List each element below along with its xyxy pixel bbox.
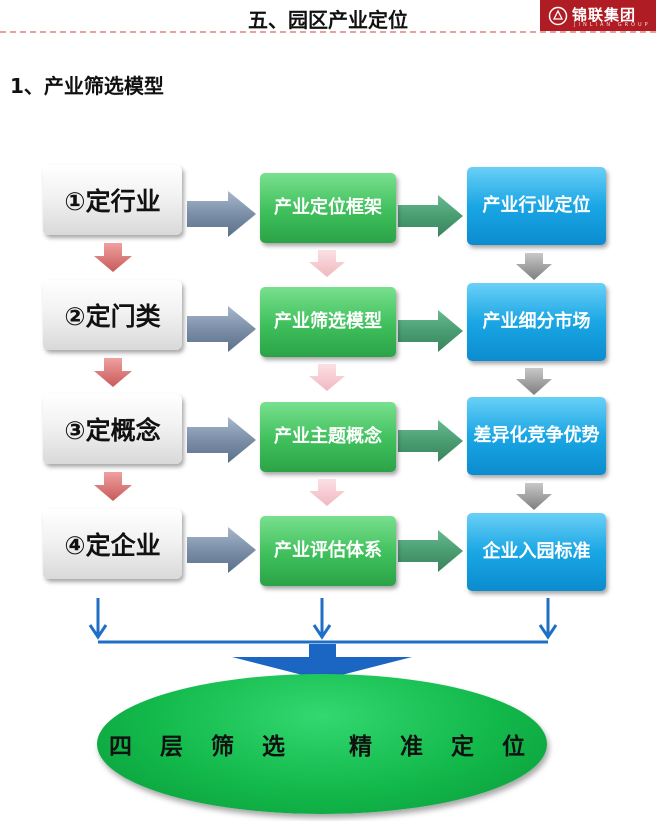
middle-label: 产业主题概念 <box>274 426 382 447</box>
arrow-step1-to-step2 <box>94 243 132 272</box>
funnel-arrow <box>232 644 412 680</box>
step-label: ③定概念 <box>64 416 161 445</box>
right-box-4: 企业入园标准 <box>467 513 606 591</box>
arrow-step4-to-middle <box>187 527 256 573</box>
arrow-step2-to-middle <box>187 306 256 352</box>
company-logo: 锦联集团 JINLIAN GROUP <box>540 0 656 31</box>
step-label: ②定门类 <box>64 302 161 331</box>
middle-box-2: 产业筛选模型 <box>260 287 396 357</box>
arrow-step2-to-step3 <box>94 358 132 387</box>
right-box-1: 产业行业定位 <box>467 167 606 245</box>
arrow-middle3-to-right <box>398 420 463 462</box>
step-box-4: ④定企业 <box>43 509 182 579</box>
logo-text: 锦联集团 <box>572 6 637 24</box>
middle-box-4: 产业评估体系 <box>260 516 396 586</box>
step-label: ①定行业 <box>64 187 161 216</box>
arrow-middle1-to-right <box>398 195 463 237</box>
arrow-middle2-to-right <box>398 310 463 352</box>
right-box-2: 产业细分市场 <box>467 283 606 361</box>
arrow-right1-to-right2 <box>516 253 552 280</box>
right-label: 差异化竞争优势 <box>473 425 600 446</box>
header-divider <box>0 31 656 33</box>
result-label: 四 层 筛 选 精 准 定 位 <box>108 734 536 760</box>
connector-left <box>88 598 108 640</box>
arrow-right3-to-right4 <box>516 483 552 510</box>
arrow-step1-to-middle <box>187 191 256 237</box>
arrow-step3-to-step4 <box>94 472 132 501</box>
logo-subtext: JINLIAN GROUP <box>574 22 651 28</box>
arrow-step3-to-middle <box>187 417 256 463</box>
arrow-right2-to-right3 <box>516 368 552 395</box>
arrow-middle3-to-middle4 <box>309 479 345 506</box>
right-label: 企业入园标准 <box>482 541 591 562</box>
section-title: 1、产业筛选模型 <box>10 74 164 98</box>
middle-label: 产业筛选模型 <box>274 311 382 332</box>
middle-label: 产业定位框架 <box>274 197 382 218</box>
step-box-1: ①定行业 <box>43 165 182 235</box>
arrow-middle4-to-right <box>398 530 463 572</box>
step-box-3: ③定概念 <box>43 394 182 464</box>
middle-box-3: 产业主题概念 <box>260 402 396 472</box>
right-label: 产业细分市场 <box>482 311 591 332</box>
connector-right <box>538 598 558 640</box>
middle-label: 产业评估体系 <box>274 540 382 561</box>
arrow-middle2-to-middle3 <box>309 364 345 391</box>
arrow-middle1-to-middle2 <box>309 250 345 277</box>
result-ellipse: 四 层 筛 选 精 准 定 位 <box>97 674 547 814</box>
right-box-3: 差异化竞争优势 <box>467 397 606 475</box>
middle-box-1: 产业定位框架 <box>260 173 396 243</box>
logo-emblem-icon <box>548 6 568 26</box>
connector-middle <box>312 598 332 640</box>
right-label: 产业行业定位 <box>482 195 591 216</box>
step-label: ④定企业 <box>64 531 161 560</box>
page-title: 五、园区产业定位 <box>248 8 408 32</box>
step-box-2: ②定门类 <box>43 280 182 350</box>
